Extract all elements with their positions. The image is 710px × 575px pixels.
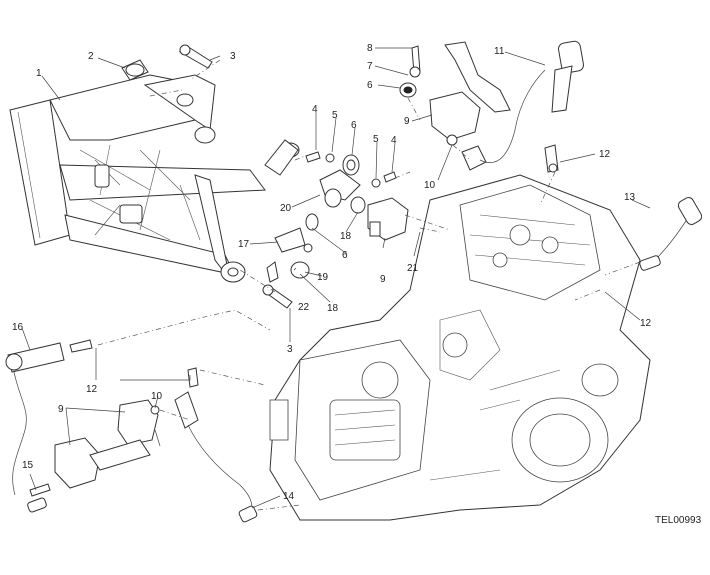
bracket-hardware-cluster [266, 151, 397, 283]
frame-assembly [9, 74, 300, 283]
callout-9-center: 9 [380, 274, 386, 285]
callout-3-top: 3 [230, 51, 236, 62]
drawing-code: TEL00993 [655, 515, 702, 526]
callout-11: 11 [494, 46, 505, 57]
engine-block [269, 174, 651, 521]
callout-17: 17 [238, 239, 250, 250]
callout-12-lower: 12 [86, 384, 98, 395]
spark-plug-lead-13 [639, 197, 703, 271]
callout-8: 8 [367, 43, 373, 54]
callout-7: 7 [367, 61, 373, 72]
callout-14: 14 [283, 491, 295, 502]
callout-9-top: 9 [404, 116, 410, 127]
callout-19: 19 [317, 272, 329, 283]
lead-16-assembly [5, 339, 93, 513]
callout-20: 20 [280, 203, 292, 214]
callout-6-lower: 6 [342, 250, 348, 261]
spark-plug-12-upper [544, 144, 559, 173]
callout-5-left: 5 [332, 110, 338, 121]
callout-labels: 1 2 3 4 5 6 5 4 8 7 6 9 10 11 12 13 12 2… [12, 43, 702, 526]
callout-21: 21 [407, 263, 419, 274]
callout-22: 22 [298, 302, 310, 313]
bushing-part [121, 59, 149, 81]
callout-12-top: 12 [599, 149, 611, 160]
callout-10-top: 10 [424, 180, 436, 191]
callout-18-mid: 18 [340, 231, 352, 242]
callout-18-lower: 18 [327, 303, 339, 314]
callout-9-lower: 9 [58, 404, 64, 415]
callout-4-right: 4 [391, 135, 397, 146]
coil-bracket-top [399, 41, 511, 171]
callout-13: 13 [624, 192, 636, 203]
callout-6-top: 6 [351, 120, 357, 131]
lower-coil-assembly [29, 399, 160, 497]
callout-10-lower: 10 [151, 391, 163, 402]
assembly-lines [97, 59, 641, 511]
leader-lines [21, 47, 651, 509]
callout-1: 1 [36, 68, 42, 79]
bolt-part-top [178, 44, 213, 69]
callout-4-left: 4 [312, 104, 318, 115]
ignition-coil-center [367, 197, 409, 241]
callout-3-lower: 3 [287, 344, 293, 355]
callout-5-right: 5 [373, 134, 379, 145]
callout-6-upper: 6 [367, 80, 373, 91]
callout-2: 2 [88, 51, 94, 62]
callout-12-right: 12 [640, 318, 652, 329]
bolt-part-lower [262, 284, 293, 309]
callout-16: 16 [12, 322, 24, 333]
callout-15: 15 [22, 460, 34, 471]
lead-14-assembly [174, 367, 258, 523]
spark-plug-lead-11 [479, 40, 584, 163]
